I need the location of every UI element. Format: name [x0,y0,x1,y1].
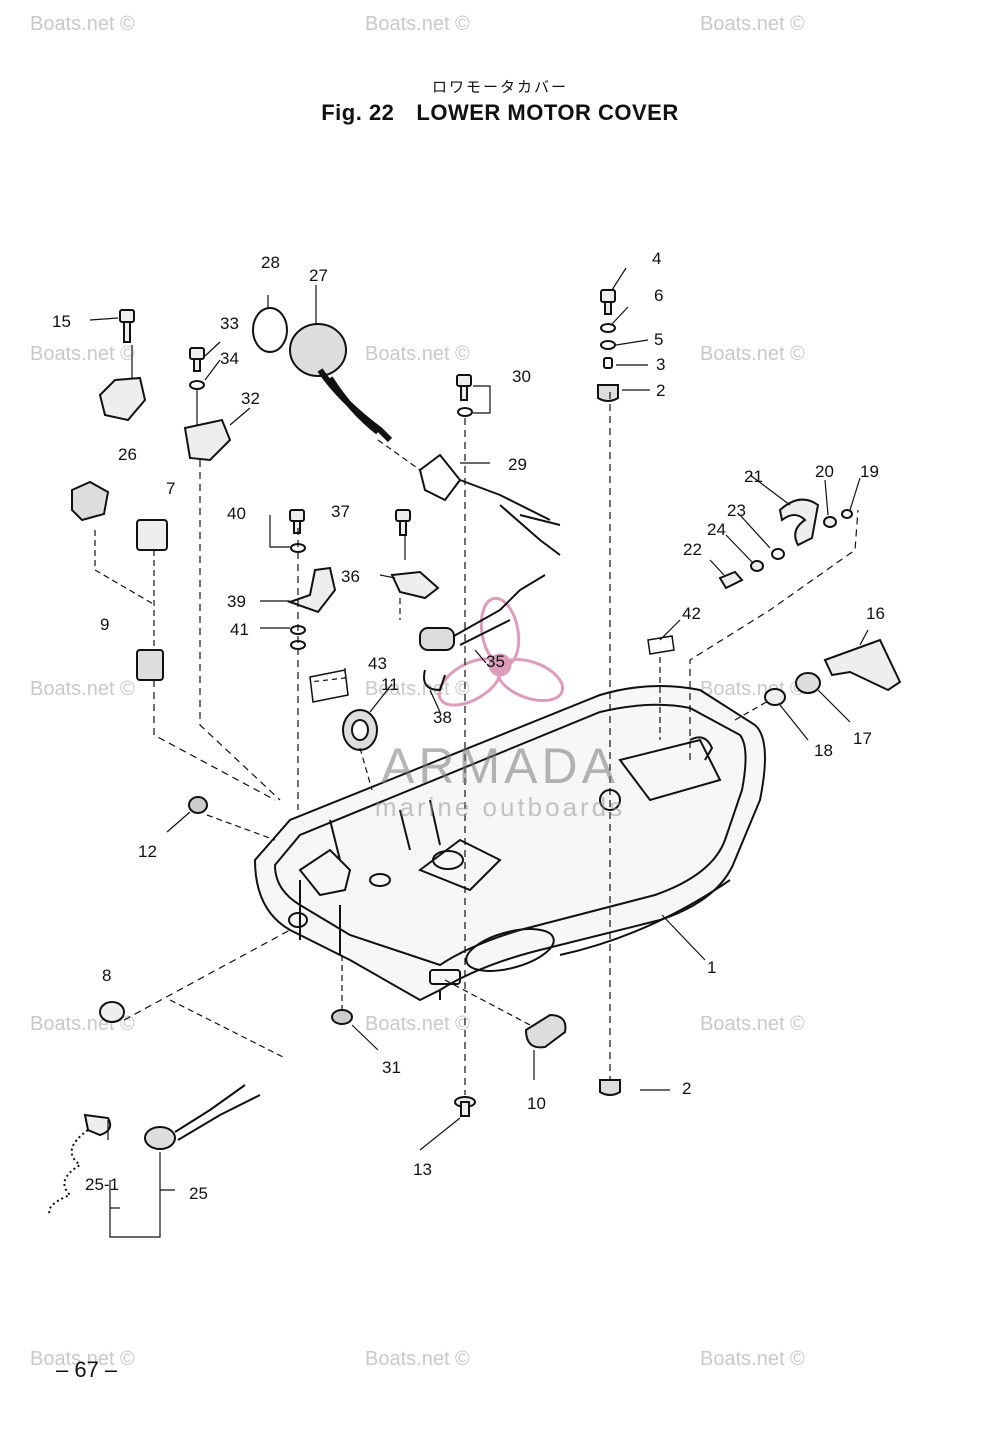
part-label-32: 32 [241,389,260,408]
grommet-part-12 [188,796,208,814]
switch-part-26 [71,480,110,522]
part-label-27: 27 [309,266,328,285]
part-label-12: 12 [138,842,157,861]
part-label-33: 33 [220,314,239,333]
watermark-text: Boats.net © [30,343,135,365]
watermark-text: Boats.net © [365,1348,470,1370]
watermark-text: Boats.net © [700,13,805,35]
watermark-text: Boats.net © [700,678,805,700]
bolt-part-33 [189,347,205,390]
part-label-15: 15 [52,312,71,331]
screw-part-13 [454,1096,476,1117]
part-label-28: 28 [261,253,280,272]
part-label-20: 20 [815,462,834,481]
part-label-8: 8 [102,966,111,985]
page-number: – 67 – [56,1357,118,1382]
part-label-42: 42 [682,604,701,623]
part-labels: 1 2 2 3 4 5 6 7 8 9 10 11 12 13 15 16 17… [52,249,885,1203]
part-label-17: 17 [853,729,872,748]
part-label-23: 23 [727,501,746,520]
watermark-text: Boats.net © [30,13,135,35]
grommet-part-31 [331,1009,353,1025]
grommet-part-2-upper [597,384,619,402]
figure-title-text: LOWER MOTOR COVER [416,100,679,125]
part-label-16: 16 [866,604,885,623]
part-label-25: 25 [189,1184,208,1203]
part-label-2-upper: 2 [656,381,665,400]
label-part-43 [309,669,349,703]
grommet-part-2-lower [599,1079,621,1096]
part-label-11: 11 [381,675,399,694]
watermark-text: Boats.net © [700,1013,805,1035]
part-label-41: 41 [230,620,249,639]
clamp-part-32 [183,418,232,462]
bracket-part-39 [287,509,337,650]
stop-switch-part-25 [48,1084,261,1216]
watermark-text: Boats.net © [30,1348,135,1370]
relay-part-7 [136,519,168,551]
part-label-43: 43 [368,654,387,673]
part-label-18: 18 [814,741,833,760]
grommet-part-11 [342,709,378,751]
part-label-6: 6 [654,286,663,305]
bracket-part-36 [390,509,440,600]
label-part-42 [647,635,675,655]
grommet-part-10 [524,1013,567,1049]
part-label-10: 10 [527,1094,546,1113]
watermark-text: Boats.net © [700,1348,805,1370]
part-label-2-lower: 2 [682,1079,691,1098]
part-label-22: 22 [683,540,702,559]
part-label-19: 19 [860,462,879,481]
part-label-34: 34 [220,349,239,368]
figure-title: Fig. 22 LOWER MOTOR COVER [0,100,1000,126]
watermark-text: Boats.net © [365,1013,470,1035]
watermark-text: Boats.net © [700,343,805,365]
part-label-1: 1 [707,958,716,977]
bracket-part-14 [98,309,147,422]
lever-part-16 [764,638,902,706]
japanese-title: ロワモータカバー [431,78,568,96]
plug-part-8 [99,1001,125,1023]
bolt-part-4 [600,289,616,315]
part-label-30: 30 [512,367,531,386]
part-label-7: 7 [166,479,175,498]
part-label-21: 21 [744,467,763,486]
part-label-9: 9 [100,615,109,634]
part-label-31: 31 [382,1058,401,1077]
part-label-29: 29 [508,455,527,474]
holder-part-9 [136,649,164,681]
part-label-39: 39 [227,592,246,611]
washer-parts-5-6 [600,323,616,369]
part-label-25-1: 25-1 [85,1175,119,1194]
figure-number: Fig. 22 [321,100,395,125]
part-label-37: 37 [331,502,350,521]
part-label-5: 5 [654,330,663,349]
part-label-3: 3 [656,355,665,374]
watermark-text: Boats.net © [30,678,135,700]
part-label-40: 40 [227,504,246,523]
wire-bracket-part-29 [418,453,561,556]
part-label-35: 35 [486,652,505,671]
lever-part-21 [718,498,853,590]
leader-lines [89,267,869,1238]
grommet-part-27 [252,307,393,443]
part-label-24: 24 [707,520,726,539]
watermark-text: Boats.net © [365,343,470,365]
part-label-36: 36 [341,567,360,586]
bolt-part-30 [456,374,473,417]
connector-part-35 [419,574,546,692]
part-label-4: 4 [652,249,661,268]
part-label-26: 26 [118,445,137,464]
propeller-logo-icon [437,596,565,707]
part-label-13: 13 [413,1160,432,1179]
watermarks: Boats.net © Boats.net © Boats.net © Boat… [30,13,805,1370]
part-label-38: 38 [433,708,452,727]
watermark-text: Boats.net © [365,13,470,35]
lower-cover-body [253,685,766,1002]
